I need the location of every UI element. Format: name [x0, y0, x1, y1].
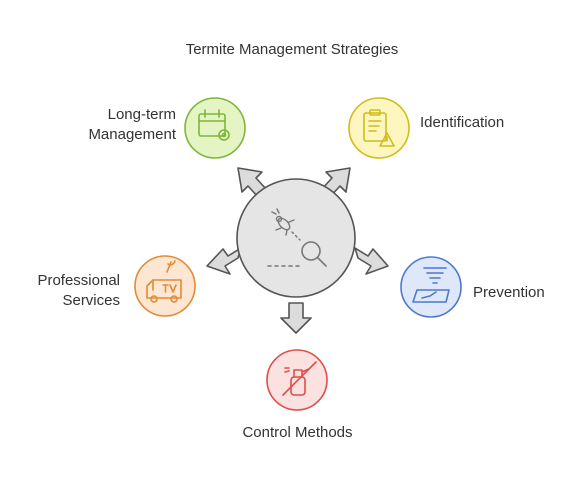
node-long-term	[184, 97, 246, 159]
magnifier-icon	[267, 241, 327, 267]
label-control: Control Methods	[210, 423, 385, 443]
no-spray-icon	[282, 361, 317, 396]
label-professional: Professional Services	[10, 271, 120, 311]
label-line: Professional	[37, 272, 120, 289]
label-prevention: Prevention	[473, 283, 573, 303]
arrow-to-prevention	[354, 247, 389, 275]
calendar-gear-icon	[198, 109, 230, 141]
bug-icon	[271, 208, 301, 241]
label-line: Prevention	[473, 284, 545, 301]
tv-van-icon	[146, 260, 182, 303]
diagram-title: Termite Management Strategies	[185, 41, 399, 58]
node-prevention	[400, 256, 462, 318]
label-line: Services	[62, 292, 120, 309]
clipboard-warning-icon	[363, 109, 395, 147]
arrow-to-professional	[206, 247, 242, 275]
label-line: Control Methods	[242, 424, 353, 441]
tornado-map-icon	[412, 267, 450, 303]
label-line: Long-term	[107, 106, 176, 123]
label-line: Management	[88, 126, 176, 143]
label-long-term: Long-term Management	[60, 105, 176, 145]
label-line: Identification	[420, 114, 505, 131]
node-identification	[348, 97, 410, 159]
label-identification: Identification	[420, 113, 550, 133]
arrow-to-control	[280, 302, 312, 334]
central-hub	[236, 178, 356, 298]
